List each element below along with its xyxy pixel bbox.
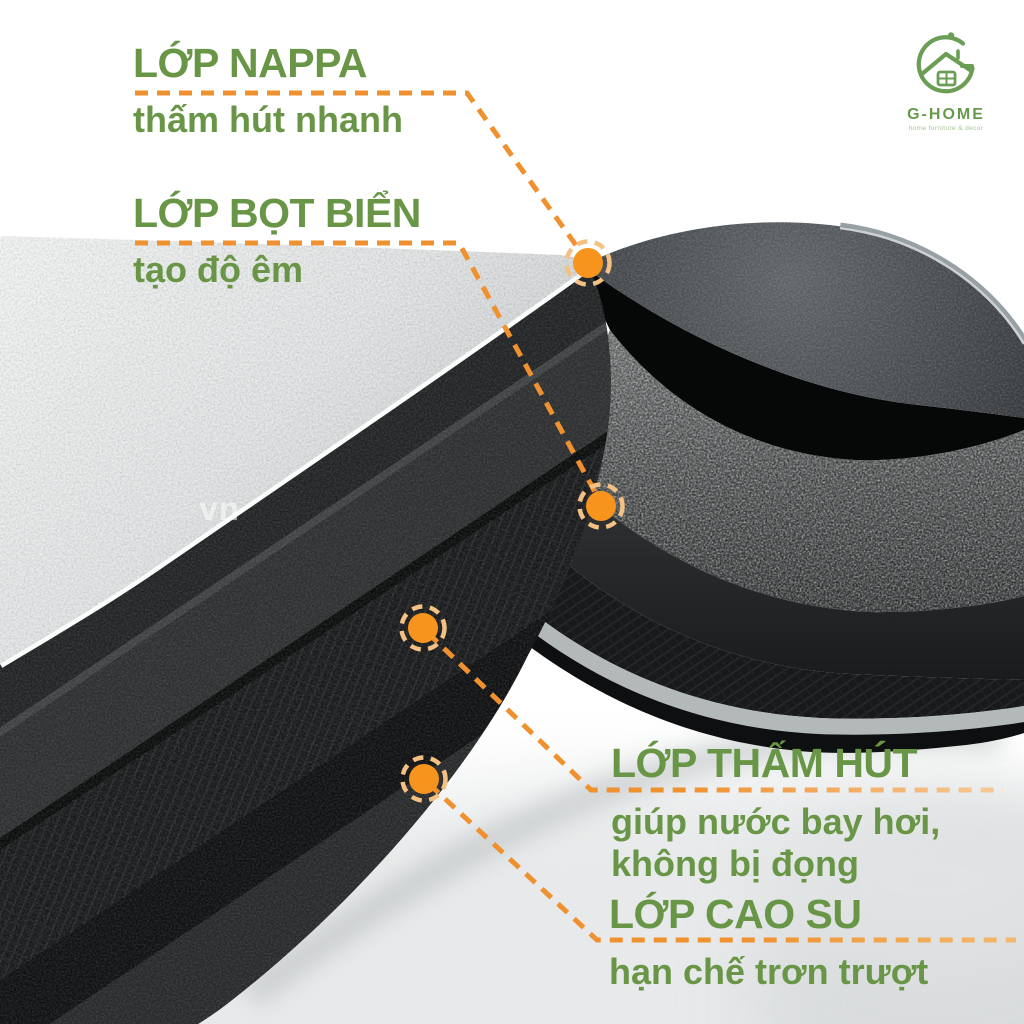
leader-lines [135,90,1016,943]
callout-desc: tạo độ êm [133,249,304,291]
rubber-base-layer [470,562,1024,735]
callout-marker-absorbent-icon [399,604,447,652]
logo-house-icon [916,32,975,94]
leader-line-absorbent [426,631,1003,793]
callout-desc: hạn chế trơn trượt [609,951,929,993]
logo-roof [919,51,973,77]
absorbent-core-layer [520,470,1024,680]
under-rubber-layer [462,578,1024,753]
callout-rubber: LỚP CAO SU hạn chế trơn trượt [609,891,929,993]
logo-tagline: home furniture & decor [908,125,984,132]
callout-desc: giúp nước bay hơi,không bị đọng [611,801,941,884]
callout-title: LỚP NAPPA [133,40,367,86]
callout-marker-nappa-icon [564,239,612,287]
logo-name: G-HOME [907,106,985,123]
logo-dot [947,32,955,39]
callout-nappa: LỚP NAPPA thấm hút nhanh [133,40,403,141]
logo-window-grid [937,71,956,86]
callout-markers [399,239,625,803]
cavity-shadow [586,268,1024,461]
callout-absorbent: LỚP THẤM HÚT giúp nước bay hơi,không bị … [611,740,941,885]
callout-sponge: LỚP BỌT BIỂN tạo độ êm [133,190,421,291]
watermark: vn [199,490,240,527]
callout-marker-rubber-icon [400,755,448,803]
callout-marker-sponge-icon [577,482,625,530]
callout-title: LỚP THẤM HÚT [611,740,918,786]
brand-logo: G-HOME home furniture & decor [894,24,998,132]
leader-line-rubber [427,782,1016,943]
callout-title: LỚP CAO SU [609,891,862,937]
callout-desc: thấm hút nhanh [133,99,403,141]
leader-line-nappa [135,90,591,264]
callout-title: LỚP BỌT BIỂN [133,190,421,236]
dome-rim-highlight [839,226,1024,345]
